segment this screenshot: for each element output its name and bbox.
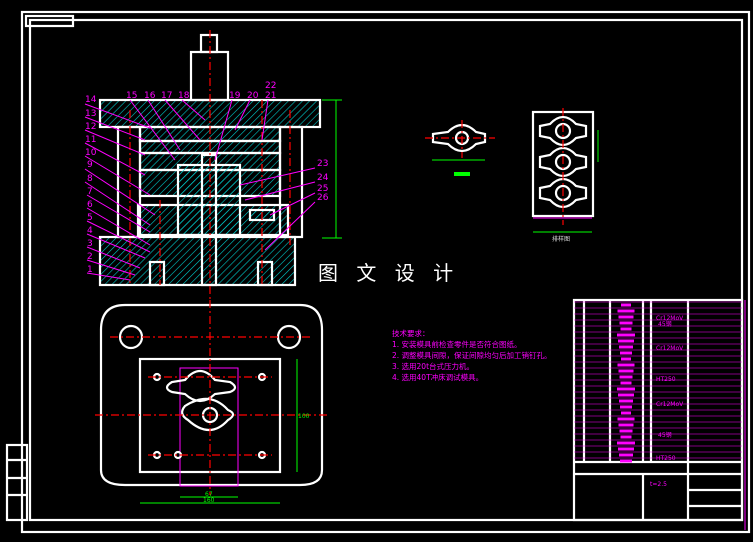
plan-view: 67 160 100: [95, 300, 330, 504]
bom-name-cell: [621, 357, 631, 361]
die-shank: [189, 50, 230, 102]
tech-title: 技术要求：: [392, 328, 430, 338]
part-label: 19: [229, 91, 241, 101]
part-label: 23: [317, 159, 328, 169]
title-note: t=2.5: [650, 481, 667, 488]
bom-name-cell: [620, 435, 632, 439]
section-view: [98, 30, 342, 300]
bom-name-cell: [618, 423, 634, 427]
bom-name-cell: [619, 375, 633, 379]
part-label: 1: [87, 265, 93, 275]
material-labels: Cr12MoV 45钢 Cr12MoV HT250 Cr12MoV 45钢 HT…: [650, 315, 684, 488]
bom-name-cell: [620, 405, 632, 409]
bom-name-cell: [617, 441, 635, 445]
bom-material: Cr12MoV: [656, 401, 684, 408]
bom-material: Cr12MoV: [656, 315, 684, 322]
title-block: [572, 298, 746, 530]
top-left-tag: [24, 14, 75, 28]
strip-layout: 排样图: [531, 108, 599, 243]
bom-material: HT250: [656, 376, 676, 383]
part-label: 20: [247, 91, 259, 101]
tech-item: 4. 选用40T冲床调试模具。: [392, 372, 483, 382]
bom-name-cell: [618, 369, 634, 373]
bom-name-cell: [621, 303, 631, 307]
part-labels: 1 2 3 4 5 6 7 8 9 10 11 12 13 14 15 16 1…: [84, 81, 329, 281]
part-label: 7: [87, 187, 93, 197]
technical-requirements: 技术要求： 1. 安装模具前检查零件是否符合图纸。 2. 调整模具间隙，保证间隙…: [392, 328, 552, 382]
punch: [176, 163, 242, 237]
bom-name-cell: [618, 339, 634, 343]
part-label: 4: [87, 226, 93, 236]
bom-name-cell: [621, 411, 631, 415]
part-label: 25: [317, 184, 328, 194]
watermark: 图 文 设 计: [318, 261, 459, 285]
bom-name-cell: [618, 315, 634, 319]
bom-name-cell: [619, 453, 633, 457]
shank-cap: [199, 33, 219, 54]
bom-name-cell: [617, 333, 635, 337]
bom-name-cell: [618, 447, 634, 451]
bom-name-cell: [620, 381, 632, 385]
part-label: 9: [87, 160, 93, 170]
part-label: 10: [85, 148, 97, 158]
guide-post-right: [278, 125, 304, 239]
dim-text: 100: [298, 413, 310, 420]
bom-name-cell: [620, 327, 632, 331]
part-label: 16: [144, 91, 156, 101]
inner-frame: [28, 18, 744, 522]
bom-name-cell: [617, 417, 635, 421]
bom-name-cell: [617, 363, 635, 367]
part-label: 5: [87, 213, 93, 223]
part-label: 3: [87, 239, 93, 249]
tech-item: 2. 调整模具间隙，保证间隙均匀后加工销钉孔。: [392, 350, 552, 360]
part-label: 17: [161, 91, 172, 101]
left-side-stamp: [5, 443, 29, 522]
part-view: [425, 120, 495, 176]
ejector-rod: [200, 153, 218, 287]
layout-caption: 排样图: [552, 235, 570, 243]
dim-text: 160: [203, 497, 215, 504]
bom-material: HT250: [656, 455, 676, 462]
part-label: 2: [87, 252, 93, 262]
part-label: 21: [265, 91, 276, 101]
bom-name-cell: [618, 393, 634, 397]
part-label: 12: [85, 122, 96, 132]
part-label: 14: [85, 95, 97, 105]
bom-name-cell: [619, 399, 633, 403]
part-label: 13: [85, 109, 96, 119]
bom-name-cell: [617, 387, 635, 391]
bom-material: 45钢: [658, 431, 672, 439]
bom-name-cell: [619, 429, 633, 433]
bom-material: 45钢: [658, 320, 672, 328]
bom-rows: [574, 301, 742, 463]
bom-name-cell: [620, 459, 632, 463]
bom-material: Cr12MoV: [656, 345, 684, 352]
part-label: 24: [317, 173, 329, 183]
bom-name-cell: [619, 345, 633, 349]
part-label: 26: [317, 193, 329, 203]
bom-name-cell: [619, 321, 633, 325]
part-label: 22: [265, 81, 276, 91]
part-label: 8: [87, 174, 93, 184]
outer-frame: [20, 10, 751, 534]
bom-name-cell: [617, 309, 635, 313]
bom-name-cell: [620, 351, 632, 355]
part-label: 18: [178, 91, 190, 101]
tech-item: 1. 安装模具前检查零件是否符合图纸。: [392, 339, 522, 349]
part-label: 15: [126, 91, 137, 101]
dim-text: 67: [205, 491, 213, 498]
guide-post-left: [116, 125, 142, 239]
part-label: 11: [85, 135, 96, 145]
tech-item: 3. 选用20t台式压力机。: [392, 361, 474, 371]
part-label: 6: [87, 200, 93, 210]
